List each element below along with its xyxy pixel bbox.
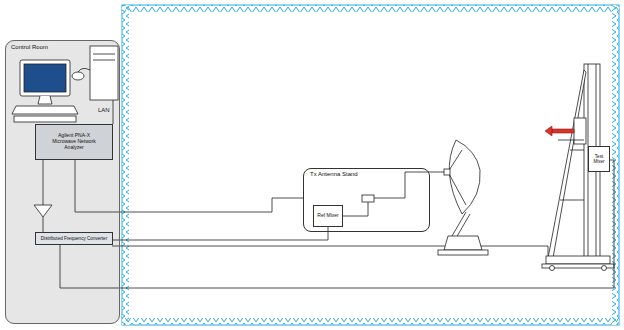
box-label: Distributed Frequency Converter [41, 236, 107, 241]
mixer-box: Ref Mixer [313, 205, 343, 227]
mixer-box: Test Mixer [588, 146, 610, 172]
lan-wire [113, 100, 114, 124]
network-analyzer: Agilent PNA-X Microwave Network Analyzer [35, 124, 113, 160]
wire [112, 246, 548, 258]
rf-cable [75, 160, 303, 212]
box-label: Agilent PNA-X Microwave Network Analyzer [48, 133, 100, 150]
computer [12, 46, 118, 122]
box-label: Test Mixer [590, 154, 608, 165]
control-room-ground [5, 40, 120, 324]
tx-stand: Tx Antenna StandRef Mixer [303, 168, 430, 232]
box-label: Ref Mixer [317, 213, 338, 219]
amplifier-symbol [34, 205, 52, 217]
antenna-under-test [545, 126, 574, 136]
box-label: Tx Antenna Stand [310, 171, 423, 178]
coupler [343, 172, 446, 216]
rf-cable [113, 227, 328, 240]
box-label: Control Room [11, 44, 114, 51]
wire [43, 160, 44, 205]
dish-antenna [438, 140, 488, 255]
chamber-wall [122, 5, 619, 325]
positioner-tower [542, 64, 614, 271]
wire-label: LAN [97, 107, 111, 113]
wire [43, 217, 44, 232]
rf-cable [60, 160, 614, 288]
frequency-converter: Distributed Frequency Converter [35, 232, 113, 245]
control-room: Control RoomAgilent PNA-X Microwave Netw… [5, 40, 120, 324]
